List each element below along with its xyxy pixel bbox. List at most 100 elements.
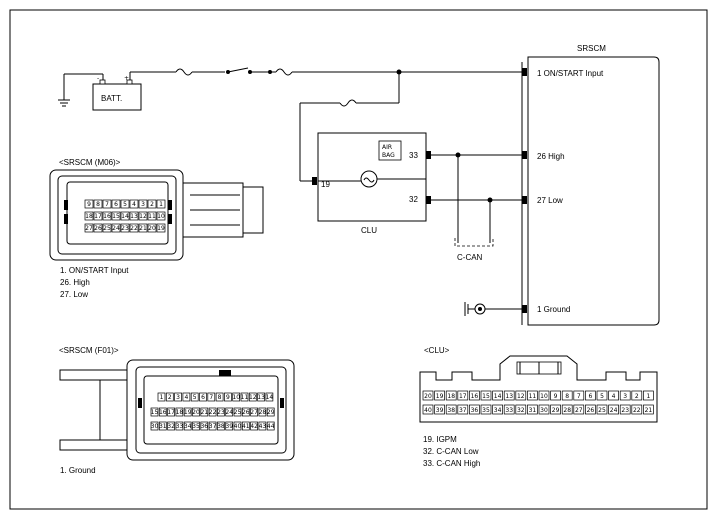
pin-number: 21: [645, 407, 653, 414]
pin-cell: [111, 211, 121, 221]
pin-cell: [215, 392, 224, 402]
ignition-switch-icon: [227, 67, 252, 74]
warning-lamp-icon: [360, 170, 378, 188]
svg-text:32: 32: [409, 195, 418, 204]
pin-cell: [233, 421, 242, 431]
pin-number: 2: [150, 201, 154, 208]
pin-number: 27: [575, 407, 583, 414]
clu-label: CLU: [361, 226, 377, 235]
pin-number: 18: [85, 213, 93, 220]
pin-number: 31: [159, 423, 167, 430]
pin-number: 7: [577, 393, 581, 400]
pin-number: 32: [517, 407, 525, 414]
pin-number: 11: [148, 213, 156, 220]
pin-number: 22: [130, 225, 138, 232]
pin-number: 14: [266, 394, 274, 401]
pin-cell: [241, 421, 250, 431]
pin-cell: [608, 404, 619, 415]
pin-cell: [643, 390, 654, 401]
pin-cell: [232, 392, 241, 402]
can-label: C-CAN: [457, 253, 483, 262]
pin-number: 14: [121, 213, 129, 220]
pin-cell: [469, 404, 480, 415]
pin-cell: [138, 199, 148, 209]
svg-text:33: 33: [409, 151, 418, 160]
pin-number: 37: [459, 407, 467, 414]
pin-cell: [208, 421, 217, 431]
pin-number: 30: [540, 407, 548, 414]
pin-cell: [265, 392, 274, 402]
m06-title: <SRSCM (M06)>: [59, 158, 121, 167]
pin-cell: [240, 392, 249, 402]
pin-number: 27: [85, 225, 93, 232]
pin-cell: [217, 407, 225, 417]
pin-number: 10: [157, 213, 165, 220]
pin-cell: [492, 390, 503, 401]
pin-cell: [585, 404, 596, 415]
pin-cell: [258, 407, 267, 417]
pin-cell: [631, 390, 643, 401]
pin-cell: [156, 199, 166, 209]
pin-cell: [550, 390, 561, 401]
pin-number: 6: [588, 393, 592, 400]
pin-number: 8: [218, 394, 222, 401]
ground-icon: [58, 74, 70, 107]
pin-number: 38: [217, 423, 225, 430]
diagram-border: [9, 9, 708, 510]
pin-number: 38: [447, 407, 455, 414]
pin-number: 13: [130, 213, 138, 220]
pin-number: 1: [160, 394, 164, 401]
pin-number: 10: [232, 394, 240, 401]
pin-number: 8: [96, 201, 100, 208]
pin-number: 29: [267, 409, 275, 416]
svg-text:19: 19: [321, 180, 330, 189]
pin-cell: [183, 407, 192, 417]
pin-cell: [250, 421, 258, 431]
pin-number: 35: [482, 407, 490, 414]
battery-icon: - +: [92, 75, 142, 111]
pin-number: 1: [159, 201, 163, 208]
fuse-icon: [339, 99, 357, 107]
pin-cell: [596, 390, 608, 401]
pin-cell: [573, 404, 585, 415]
pin-cell: [150, 407, 159, 417]
pin-number: 18: [447, 393, 455, 400]
svg-text:+: +: [124, 75, 129, 82]
pin-cell: [147, 199, 157, 209]
pin-number: 9: [554, 393, 558, 400]
pin-cell: [102, 223, 112, 233]
pin-number: 25: [598, 407, 606, 414]
pin-number: 23: [121, 225, 129, 232]
pin-cell: [457, 390, 469, 401]
pin-cell: [192, 421, 200, 431]
pin-number: 4: [612, 393, 616, 400]
pin-cell: [183, 421, 192, 431]
pin-number: 17: [167, 409, 175, 416]
pin-cell: [208, 407, 217, 417]
pin-cell: [503, 390, 515, 401]
pin-number: 37: [209, 423, 217, 430]
pin-number: 26: [242, 409, 250, 416]
pin-cell: [207, 392, 216, 402]
pin-cell: [266, 407, 275, 417]
pin-cell: [182, 392, 191, 402]
pin-number: 12: [139, 213, 147, 220]
pin-number: 13: [257, 394, 265, 401]
pin-cell: [120, 199, 130, 209]
pin-cell: [156, 211, 166, 221]
ground-bolt-icon: [464, 302, 486, 316]
pin-number: 16: [103, 213, 111, 220]
pin-number: 20: [424, 393, 432, 400]
pin-cell: [492, 404, 503, 415]
pin-cell: [84, 223, 94, 233]
pin-cell: [167, 421, 175, 431]
legend-line: 33. C-CAN High: [423, 459, 480, 468]
pin-number: 15: [112, 213, 120, 220]
legend-line: 19. IGPM: [423, 435, 457, 444]
pin-cell: [192, 407, 200, 417]
pin-cell: [190, 392, 199, 402]
pin-number: 4: [132, 201, 136, 208]
pin-number: 26: [94, 225, 102, 232]
